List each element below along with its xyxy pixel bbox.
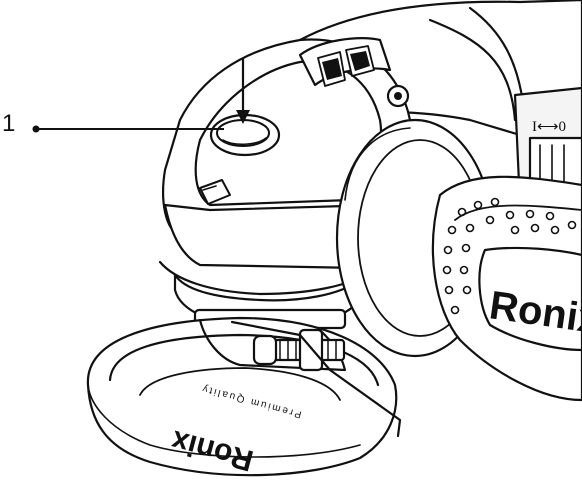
grip-brand-plate [478, 246, 582, 352]
vent-band [428, 18, 517, 122]
callout-dot [32, 125, 40, 133]
grip-texture [442, 197, 577, 315]
switch-marking: I⟷0 [532, 119, 566, 135]
callout-arrow-head-icon [236, 110, 250, 124]
rotation-arrow-icon [199, 179, 231, 205]
callout-number: 1 [2, 110, 16, 137]
